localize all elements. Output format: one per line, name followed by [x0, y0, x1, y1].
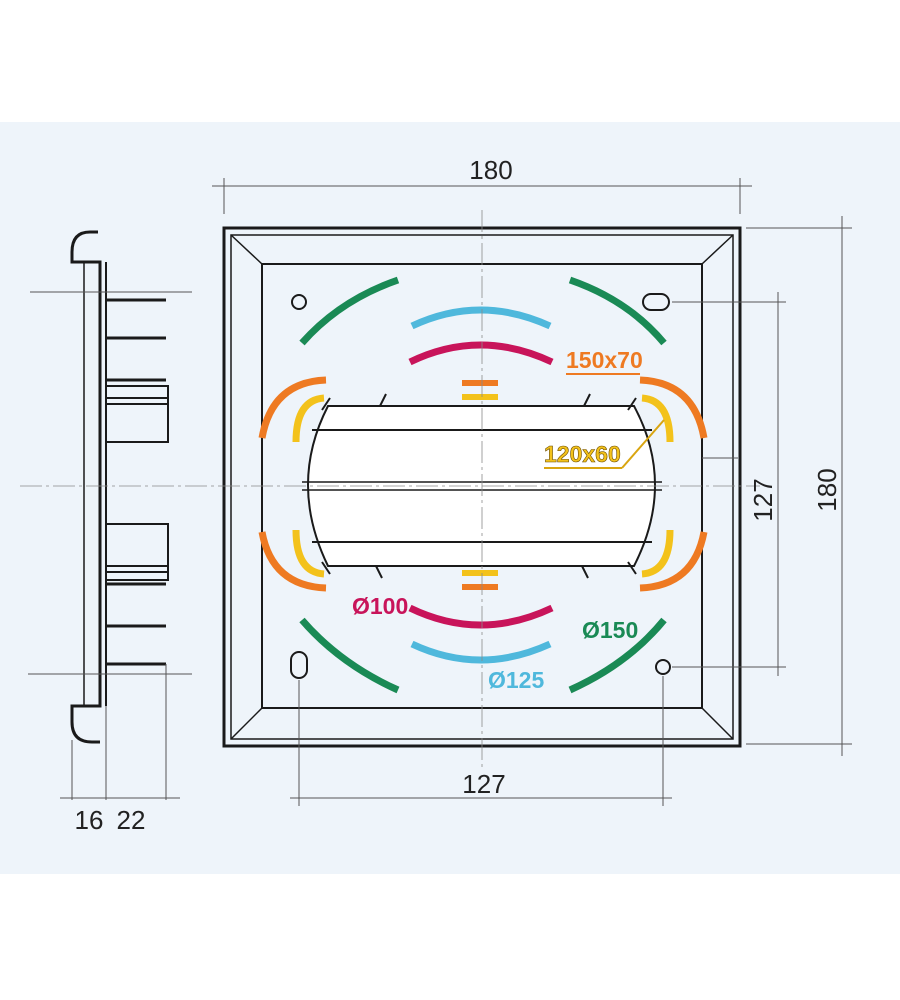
- label-150x70: 150x70: [566, 347, 643, 373]
- dia100-arc-top: [408, 341, 554, 366]
- rect120x60-tab-top: [462, 394, 498, 400]
- label-dia100: Ø100: [352, 593, 408, 619]
- center-lines: [20, 210, 760, 770]
- label-120x60: 120x60: [544, 441, 621, 467]
- dim-side-thickness: 16: [75, 805, 104, 835]
- dia100-arc-bottom: [408, 604, 554, 629]
- rect150x70-corner-tl: [258, 376, 327, 439]
- rect150x70-corner-tr: [639, 376, 708, 439]
- side-view-clip-bottom: [105, 523, 169, 581]
- knockout-guides: [258, 276, 708, 694]
- mounting-hole-top-left: [291, 294, 307, 310]
- rect150x70-tab-top: [462, 380, 498, 386]
- label-dia125: Ø125: [488, 667, 544, 693]
- front-dimension-lines: [212, 178, 852, 806]
- dia150-arc-bottom-left: [299, 617, 400, 694]
- dia125-arc-top: [410, 306, 552, 330]
- dim-overall-width: 180: [469, 155, 512, 185]
- side-view-fins: [106, 298, 166, 666]
- rect120x60-tab-bottom: [462, 570, 498, 576]
- dim-hole-spacing-vertical: 127: [748, 478, 778, 521]
- rect150x70-corner-br: [639, 531, 708, 592]
- rect120x60-corner-tl: [292, 394, 325, 443]
- dim-side-spigot: 22: [117, 805, 146, 835]
- dim-overall-height: 180: [812, 468, 842, 511]
- dia150-arc-top-right: [568, 276, 667, 346]
- dim-hole-spacing-horizontal: 127: [462, 769, 505, 799]
- mounting-hole-bottom-right: [655, 659, 671, 675]
- size-labels: 150x70 120x60 Ø100 Ø125 Ø150: [352, 347, 665, 693]
- dia150-arc-bottom-right: [568, 617, 667, 694]
- dia125-arc-bottom: [410, 640, 552, 664]
- side-view-dimension-lines: [28, 291, 192, 800]
- frame-bevels: [230, 234, 734, 740]
- dia150-arc-top-left: [299, 276, 400, 346]
- rect150x70-corner-bl: [258, 531, 327, 592]
- rect120x60-corner-tr: [641, 394, 674, 443]
- label-dia150: Ø150: [582, 617, 638, 643]
- rect120x60-corner-bl: [292, 529, 325, 578]
- side-view-profile: [70, 230, 102, 744]
- side-view: [70, 230, 169, 744]
- side-view-clip-top: [105, 385, 169, 443]
- label-120x60-leader: [621, 419, 665, 469]
- rect120x60-corner-br: [641, 529, 674, 578]
- mounting-slot-top-right: [642, 293, 670, 311]
- rect150x70-tab-bottom: [462, 584, 498, 590]
- mounting-slot-bottom-left: [290, 651, 308, 679]
